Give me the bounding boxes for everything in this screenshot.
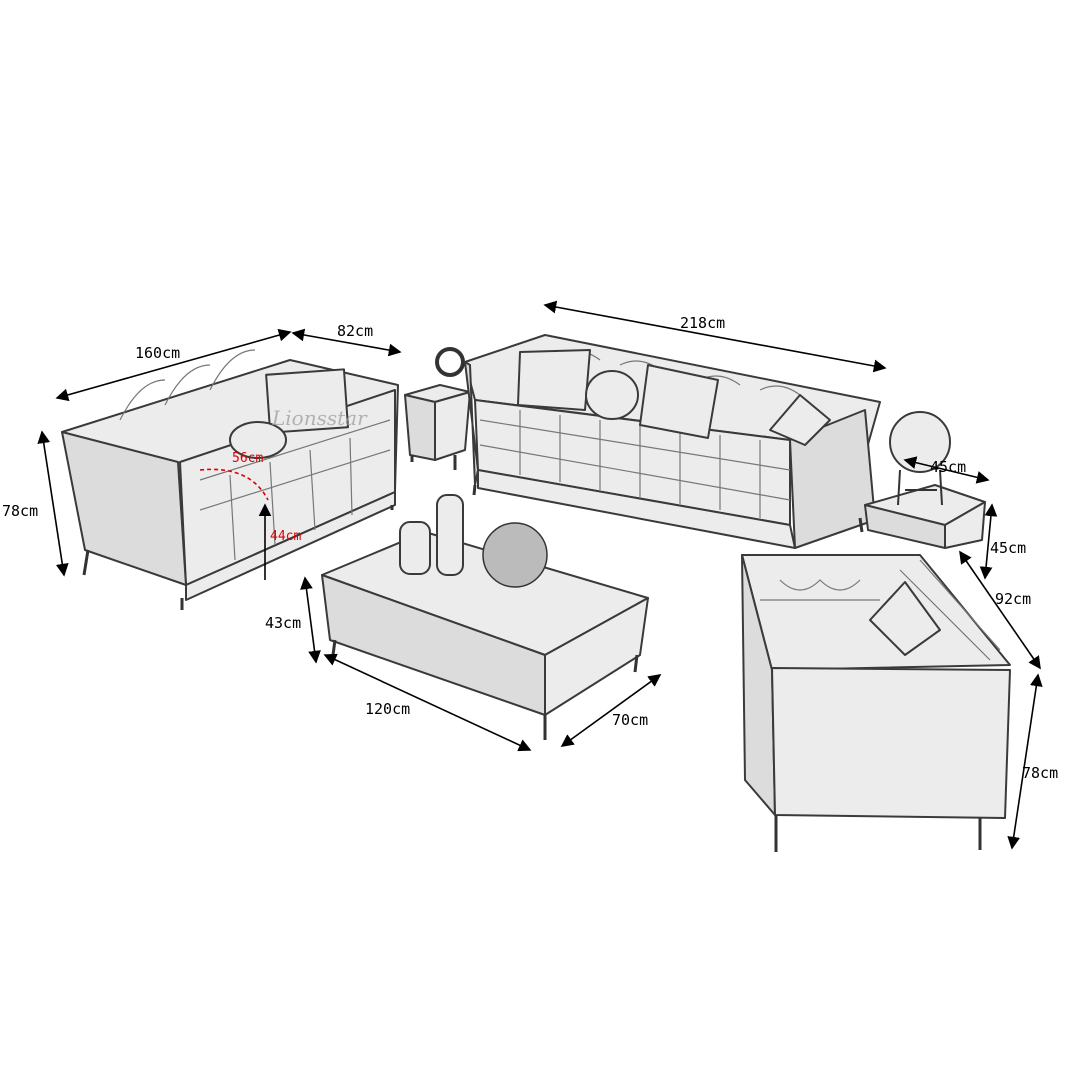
sofa-pillow-left (517, 349, 591, 411)
sofa-knot-pillow (585, 370, 639, 420)
coffee-table-depth-label: 70cm (612, 711, 648, 729)
knot-pillow (229, 421, 287, 459)
three-seat-sofa (464, 334, 881, 549)
watermark: Lionsstar (271, 406, 368, 430)
seat-depth-label: 56cm (232, 451, 263, 466)
seat-depth-arc (199, 468, 269, 501)
armchair-depth-label: 92cm (995, 590, 1031, 608)
armchair (741, 554, 1011, 852)
sofa-width-label: 218cm (680, 314, 725, 332)
loveseat-depth-label: 82cm (337, 322, 373, 340)
flower-arrangement (482, 522, 548, 588)
vase-small (399, 521, 431, 575)
left-side-table (404, 347, 471, 470)
loveseat-height-label: 78cm (2, 502, 38, 520)
sofa-base (477, 469, 796, 549)
right-side-table (864, 411, 986, 549)
dimension-lines (37, 300, 1043, 850)
side-table-height-label: 45cm (990, 539, 1026, 557)
coffee-table-width-label: 120cm (365, 700, 410, 718)
sofa-pillow-end (769, 394, 831, 446)
side-table-width-label: 45cm (930, 458, 966, 476)
vase-tall (436, 494, 464, 576)
seat-height-label: 44cm (270, 529, 301, 544)
armchair-height-label: 78cm (1022, 764, 1058, 782)
loveseat-base (185, 491, 396, 601)
sofa-pillow-right (639, 364, 719, 439)
armchair-pillow (869, 581, 941, 656)
loveseat-width-label: 160cm (135, 344, 180, 362)
sculpture-decor (435, 347, 465, 377)
armchair-arm-face (771, 667, 1011, 819)
coffee-table-height-label: 43cm (265, 614, 301, 632)
